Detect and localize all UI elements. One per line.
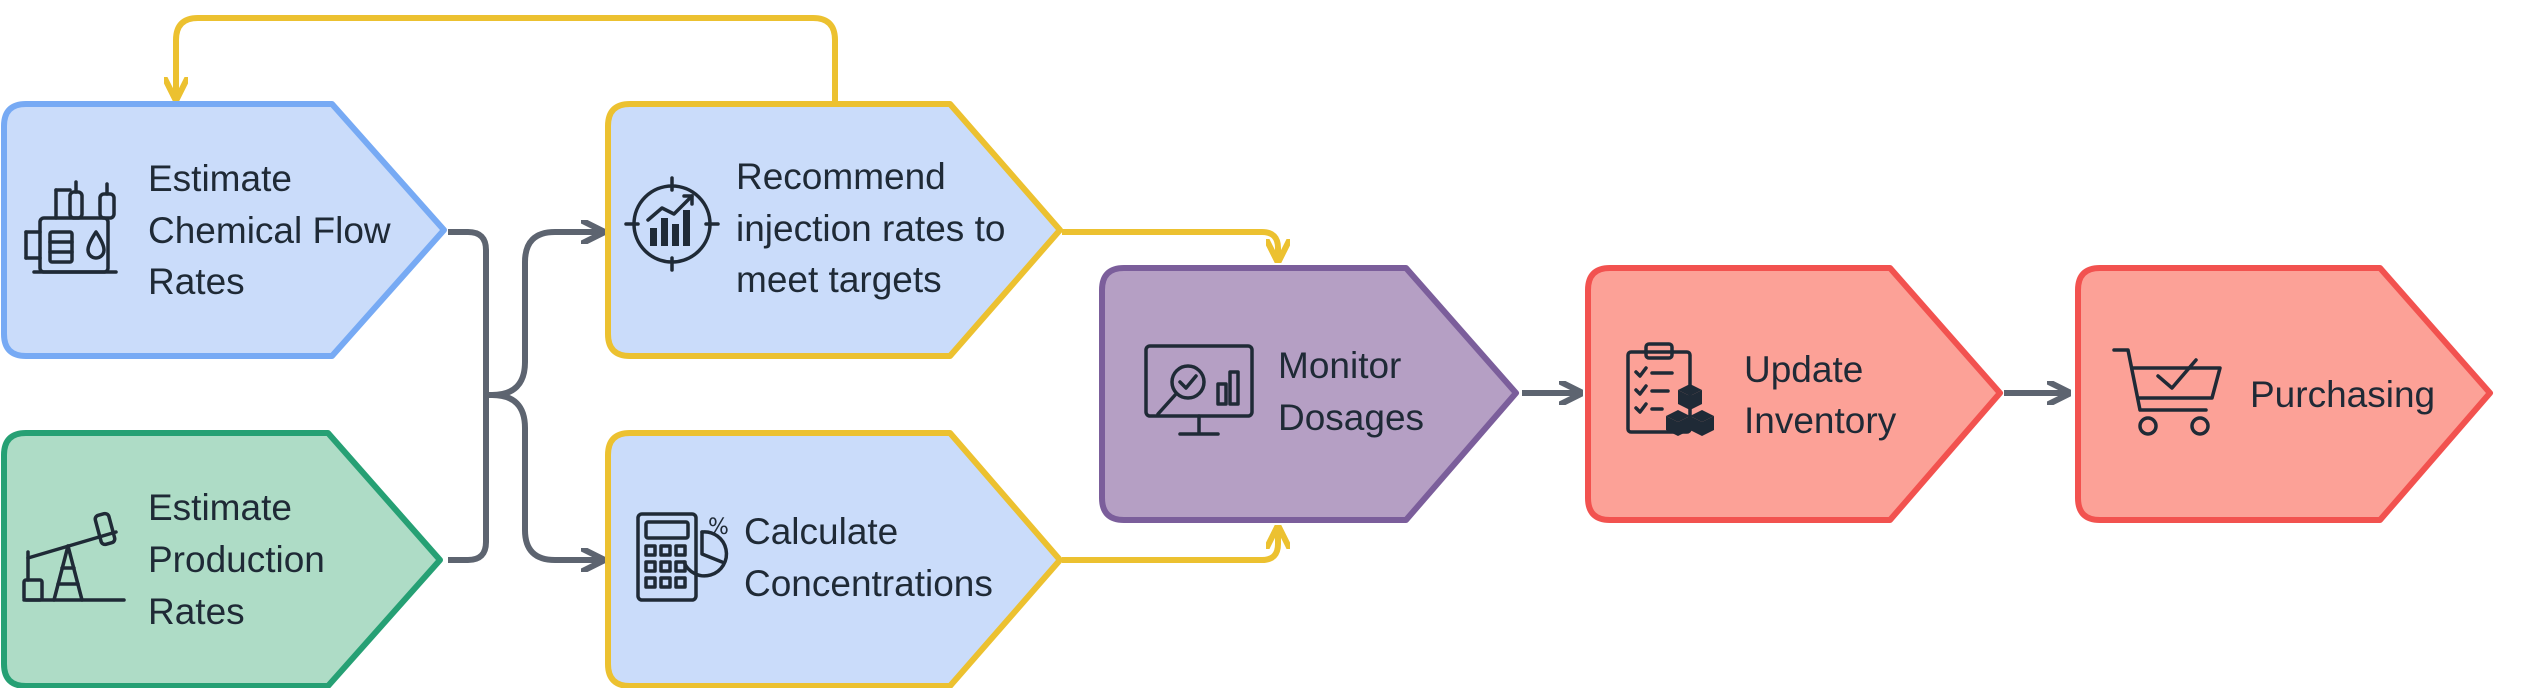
node-label-line: meet targets — [736, 259, 942, 300]
connector-calculate-to-monitor — [1062, 530, 1278, 563]
node-recommend-injection-rates: Recommend injection rates to meet target… — [605, 101, 1063, 359]
svg-text:Purchasing: Purchasing — [2250, 374, 2435, 415]
node-monitor-dosages: Monitor Dosages — [1099, 265, 1519, 523]
calculator-percent-icon: % — [636, 512, 729, 602]
node-shape — [605, 430, 1063, 688]
node-label-line: Estimate — [148, 487, 292, 528]
node-label-line: Rates — [148, 591, 245, 632]
node-estimate-chemical-flow-rates: Estimate Chemical Flow Rates — [1, 101, 447, 359]
svg-text:Estimate Chemical Flow: Estimate Chemical Flow Rates — [148, 158, 401, 302]
node-calculate-concentrations: % Calculate Concentrations — [605, 430, 1063, 688]
oil-pump-icon — [22, 511, 126, 602]
connector-to-recommend — [491, 232, 600, 398]
node-label-line: Calculate — [744, 511, 898, 552]
chemical-tanks-icon — [24, 180, 118, 274]
node-label-line: injection rates to — [736, 208, 1005, 249]
node-label-line: Recommend — [736, 156, 946, 197]
node-label-line: Dosages — [1278, 397, 1424, 438]
node-label-line: Update — [1744, 349, 1863, 390]
node-shape — [1, 430, 443, 688]
svg-text:Recommend injection rate: Recommend injection rates to meet target… — [736, 156, 1016, 300]
node-update-inventory: Update Inventory — [1585, 265, 2003, 523]
node-shape — [1099, 265, 1519, 523]
target-chart-icon — [624, 176, 720, 272]
svg-text:Monitor Dosages: Monitor Dosages — [1278, 345, 1424, 438]
connector-estimates-merge — [448, 229, 489, 563]
svg-text:Calculate Concentrations: Calculate Concentrations — [744, 511, 993, 604]
node-label-line: Purchasing — [2250, 374, 2435, 415]
connector-recommend-to-chemical — [176, 15, 838, 102]
node-shape — [605, 101, 1063, 359]
node-label-line: Monitor — [1278, 345, 1401, 386]
clipboard-boxes-icon — [1626, 342, 1714, 436]
svg-text:Estimate Production: Estimate Production Rates — [148, 487, 335, 632]
node-label-line: Production — [148, 539, 325, 580]
node-estimate-production-rates: Estimate Production Rates — [1, 430, 443, 688]
node-label-line: Chemical Flow — [148, 210, 391, 251]
node-shape — [1585, 265, 2003, 523]
svg-text:%: % — [708, 515, 729, 540]
node-label-line: Concentrations — [744, 563, 993, 604]
node-label-line: Estimate — [148, 158, 292, 199]
node-shape — [2075, 265, 2493, 523]
node-shape — [1, 101, 447, 359]
node-purchasing: Purchasing — [2075, 265, 2493, 523]
node-label-line: Rates — [148, 261, 245, 302]
connector-recommend-to-monitor — [1062, 229, 1278, 258]
monitor-check-icon — [1144, 344, 1254, 436]
node-label-line: Inventory — [1744, 400, 1897, 441]
svg-text:Update Inventory: Update Inventory — [1744, 349, 1897, 441]
shopping-cart-check-icon — [2112, 348, 2222, 436]
connector-to-calculate — [491, 392, 600, 560]
